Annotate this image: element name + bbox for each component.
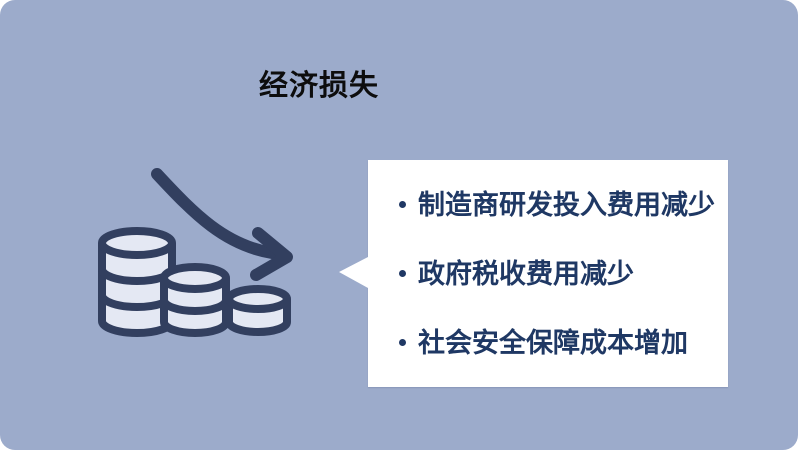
bullet-item: 社会安全保障成本增加 bbox=[368, 327, 728, 359]
callout-tail-icon bbox=[339, 257, 368, 288]
bullet-text: 社会安全保障成本增加 bbox=[418, 327, 688, 358]
callout-box: 制造商研发投入费用减少 政府税收费用减少 社会安全保障成本增加 bbox=[339, 160, 728, 387]
slide-title: 经济损失 bbox=[259, 70, 380, 102]
trend-down-arrow-icon bbox=[151, 168, 293, 281]
bullet-dot-icon bbox=[396, 270, 408, 277]
bullet-item: 制造商研发投入费用减少 bbox=[368, 189, 728, 221]
coin-stack-short bbox=[225, 285, 291, 336]
bullet-text: 政府税收费用减少 bbox=[418, 258, 634, 289]
bullet-text: 制造商研发投入费用减少 bbox=[418, 189, 715, 220]
coin-stack-medium bbox=[160, 263, 230, 337]
coins-decline-icon bbox=[98, 168, 293, 337]
bullet-dot-icon bbox=[396, 339, 408, 346]
bullet-item: 政府税收费用减少 bbox=[368, 258, 728, 290]
bullet-dot-icon bbox=[396, 201, 408, 208]
